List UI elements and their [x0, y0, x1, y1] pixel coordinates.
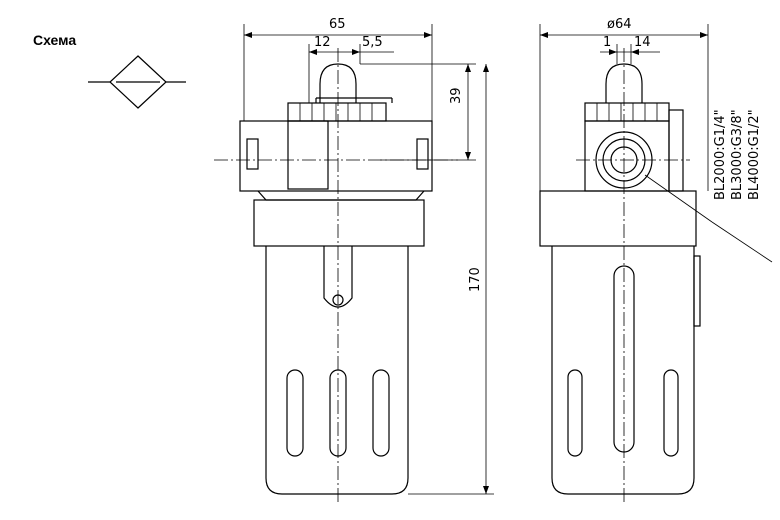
dim-diameter: ø64 — [607, 17, 632, 32]
dimension-arrows — [244, 32, 708, 494]
schema-title: Схема — [33, 32, 77, 48]
port-size-bl2000: BL2000:G1/4" — [713, 109, 728, 200]
lubricator-schema-symbol — [88, 55, 186, 109]
dim-total-height: 170 — [468, 267, 483, 292]
port-size-bl3000: BL3000:G3/8" — [730, 109, 745, 200]
dim-side-offset-right: 14 — [634, 35, 651, 50]
dim-cap-height: 39 — [449, 87, 464, 104]
dim-total-width: 65 — [329, 17, 346, 32]
dim-side-offset-left: 1 — [603, 35, 612, 50]
front-view — [214, 24, 494, 505]
dim-offset-left: 12 — [314, 35, 331, 50]
dim-offset-right: 5,5 — [362, 35, 383, 50]
side-view — [539, 24, 773, 505]
port-size-bl4000: BL4000:G1/2" — [747, 109, 762, 200]
